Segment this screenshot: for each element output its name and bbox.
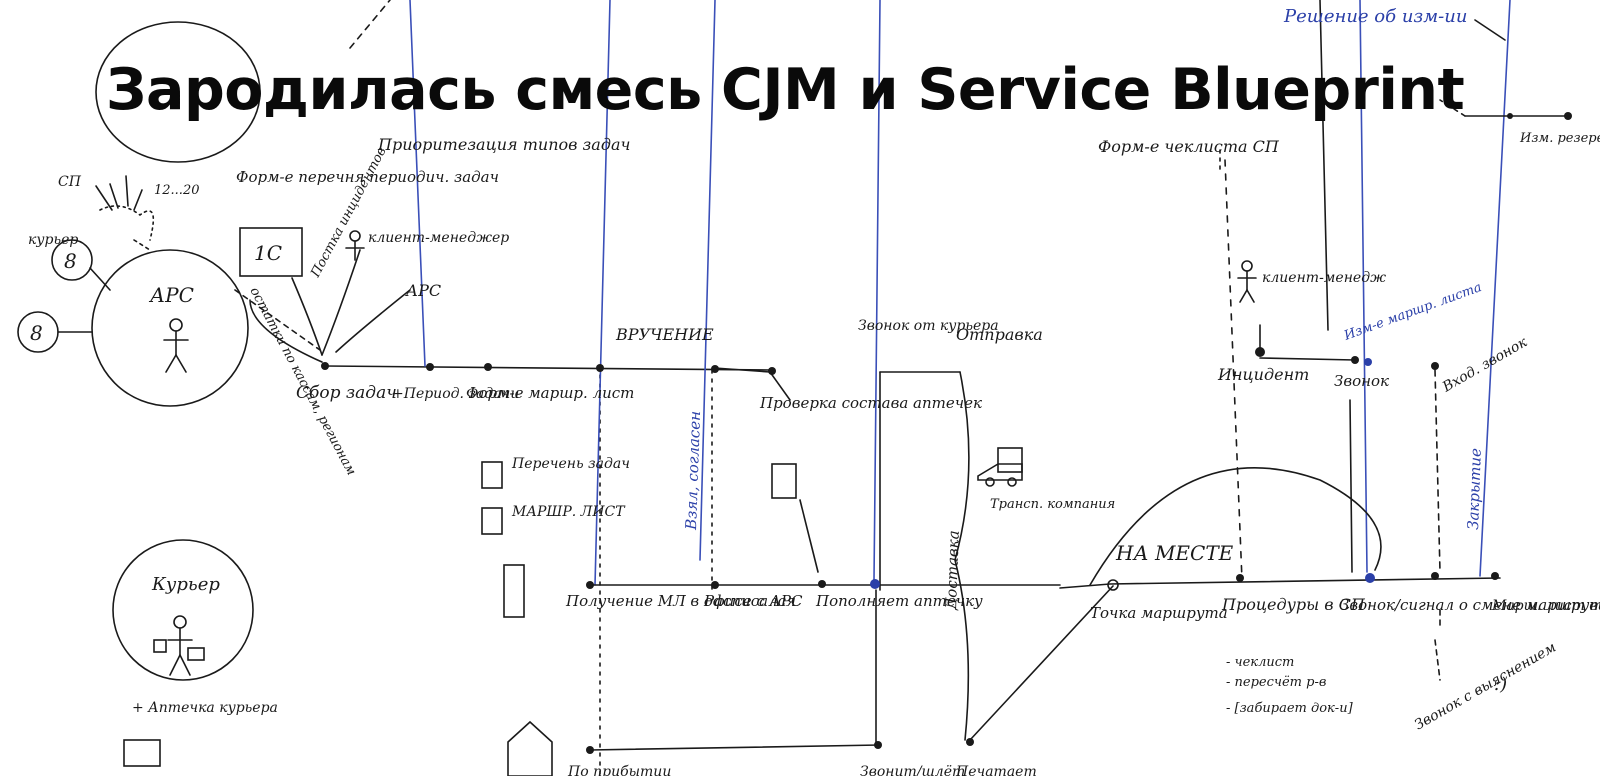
- label-sp-range: 12...20: [154, 183, 199, 198]
- office-building-icon: [503, 564, 525, 618]
- label-form-route: Форм-е маршр. лист: [466, 384, 634, 402]
- label-calls-back: Звонит/шлёт: [860, 764, 965, 776]
- label-get-ml: Получение МЛ в офисе с АРС: [565, 592, 803, 610]
- label-refills: Пополняет аптечку: [815, 592, 983, 610]
- label-route-done: Марш. лист выполнен: [1491, 598, 1600, 614]
- truck-icon: [997, 447, 1023, 473]
- label-form-checklist: Форм-е чеклиста СП: [1098, 137, 1280, 156]
- courier-circle: [112, 539, 254, 681]
- label-at-home: По прибытии: [567, 764, 671, 776]
- label-closure: Закрытие: [1464, 448, 1485, 531]
- label-client-manager: клиент-менеджер: [368, 230, 509, 246]
- courier-count-circle: [51, 239, 93, 281]
- label-on-site: НА МЕСТЕ: [1115, 541, 1234, 565]
- label-prioritization: Приоритезация типов задач: [377, 135, 630, 154]
- arc-circle: [91, 249, 249, 407]
- label-transport-company: Трансп. компания: [990, 497, 1115, 512]
- label-form-tasks: Форм-е перечня периодич. задач: [236, 168, 499, 186]
- task-list-doc-icon: [481, 461, 503, 489]
- label-client-manager-2: клиент-менедж: [1262, 270, 1386, 286]
- label-decision: Решение об изм-ии: [1283, 6, 1467, 27]
- label-sp: СП: [58, 174, 82, 190]
- label-pick-item: - [забирает док-и]: [1226, 701, 1354, 716]
- label-courier: курьер: [28, 232, 78, 248]
- label-courier-circle: Курьер: [151, 574, 220, 595]
- label-printing: Печатает: [955, 764, 1037, 776]
- label-route-point: Точка маршрута: [1090, 604, 1228, 622]
- label-route-change: Изм-е маршр. листа: [1341, 280, 1484, 344]
- label-courier-kit: + Аптечка курьера: [132, 700, 278, 716]
- courier-kit-icon: [123, 739, 161, 767]
- label-period-tasks: +Период. задачи: [392, 386, 519, 402]
- label-route-list-doc: МАРШР. ЛИСТ: [511, 504, 626, 520]
- label-handover: ВРУЧЕНИЕ: [615, 325, 714, 344]
- label-call: Звонок: [1334, 372, 1389, 390]
- label-task-list-doc: Перечень задач: [511, 456, 630, 472]
- route-list-doc-icon: [481, 507, 503, 535]
- slide-title: Зародилась смесь CJM и Service Blueprint: [106, 57, 1465, 123]
- onec-box: [239, 227, 303, 277]
- label-incoming-call: Вход. звонок: [1439, 334, 1530, 396]
- label-sp-procedures: Процедуры в СП: [1221, 595, 1366, 614]
- label-onec: 1С: [254, 241, 282, 265]
- label-courier-count: 8: [64, 249, 77, 273]
- label-took-agreed: Взял, согласен: [682, 411, 704, 531]
- top-left-circle: [95, 21, 261, 163]
- label-call-clarify: Звонок с выяснением: [1412, 639, 1559, 733]
- label-right-edge: Изм. резерв. врем. курьера: [1519, 131, 1600, 146]
- label-check-kits: Проверка состава аптечек: [759, 394, 982, 412]
- label-call-route-change: Звонок/сигнал о смене маршрута: [1340, 596, 1600, 614]
- label-signed: Расписался: [703, 592, 796, 610]
- label-smiley: :): [1494, 674, 1507, 695]
- label-delivery: Доставка: [942, 530, 963, 611]
- home-icon: [507, 720, 553, 776]
- kit-doc-icon: [771, 463, 797, 499]
- label-dispatch: Отправка: [956, 325, 1043, 344]
- label-task-collection: Сбор задач: [296, 383, 397, 403]
- label-arc: АРС: [148, 283, 194, 307]
- label-checklist-item: - чеклист: [1226, 655, 1294, 670]
- label-courier-call: Звонок от курьера: [858, 318, 999, 334]
- label-stock-remainders: остатки по кассам, регионам: [246, 285, 358, 478]
- label-recount-item: - пересчёт р-в: [1226, 675, 1326, 690]
- label-incident: Инцидент: [1217, 365, 1309, 384]
- label-incident-posting: Постка инцидентов: [308, 145, 390, 281]
- label-arc-small: АРС: [405, 281, 441, 300]
- label-courier-count-2: 8: [30, 321, 43, 345]
- process-line-main: [324, 365, 771, 371]
